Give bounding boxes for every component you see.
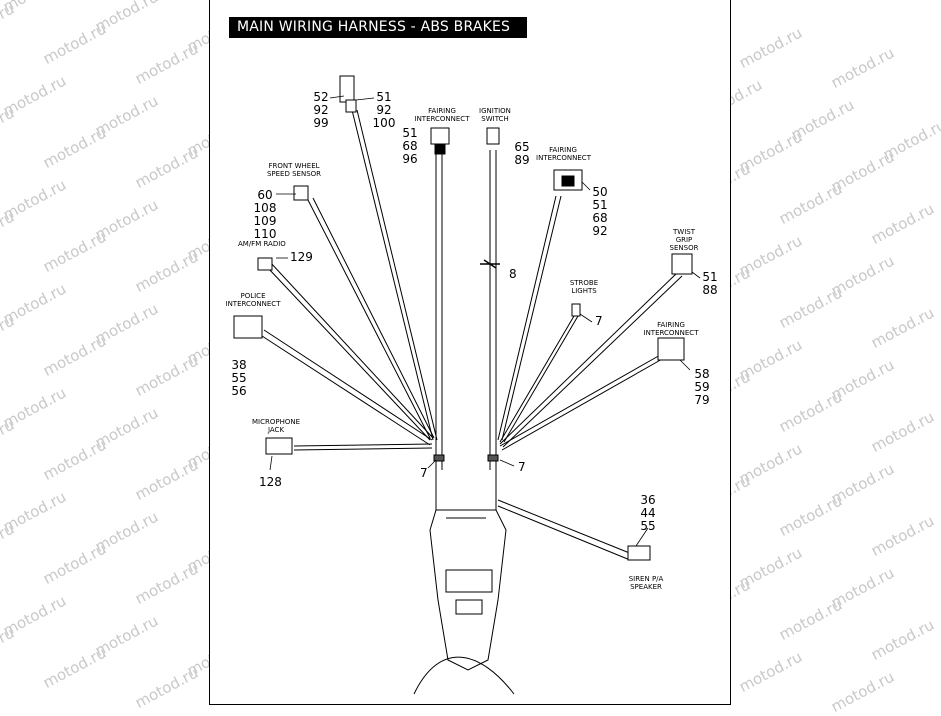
fairing-low-connector-icon	[657, 337, 685, 361]
module-small	[455, 599, 483, 615]
lower-bracket	[436, 509, 496, 519]
ignition-switch-icon	[486, 127, 500, 145]
label-twist-grip-sensor: TWIST GRIP SENSOR	[669, 228, 699, 252]
leader-52	[329, 95, 345, 99]
am-fm-plug-icon	[257, 257, 273, 271]
label-front-wheel-speed-sensor: FRONT WHEEL SPEED SENSOR	[266, 162, 322, 178]
wire-fairing-low	[499, 353, 665, 451]
left-trunk	[435, 150, 443, 470]
wire-fairing-right	[497, 195, 562, 441]
wire-front-wheel	[307, 197, 435, 439]
wire-twist-grip	[499, 271, 683, 448]
label-police-interconnect: POLICE INTERCONNECT	[225, 292, 281, 308]
twist-grip-connector-icon	[671, 253, 693, 275]
leader-51-top	[355, 97, 375, 101]
top-connector-plug-icon	[345, 99, 357, 113]
fairing-top-plug-icon	[434, 143, 446, 155]
callout-left-tie: 7	[420, 466, 428, 480]
leader-128	[269, 455, 273, 471]
wire-siren	[497, 499, 633, 561]
microphone-jack-icon	[265, 437, 293, 455]
leader-58	[679, 359, 691, 371]
callout-microphone: 128	[259, 475, 282, 489]
callout-strobe: 7	[595, 314, 603, 328]
wire-strobe	[499, 315, 579, 443]
leader-36	[635, 527, 649, 547]
label-fairing-interconnect-low: FAIRING INTERCONNECT	[643, 321, 699, 337]
label-strobe-lights: STROBE LIGHTS	[569, 279, 599, 295]
page-title: MAIN WIRING HARNESS - ABS BRAKES	[229, 17, 527, 38]
label-am-fm-radio: AM/FM RADIO	[238, 240, 286, 248]
strobe-lights-plug-icon	[571, 303, 581, 317]
label-ignition-switch: IGNITION SWITCH	[479, 107, 511, 123]
fairing-right-plug-icon	[561, 175, 575, 187]
right-trunk	[489, 150, 497, 470]
callout-right-tie: 7	[518, 460, 526, 474]
callout-clip: 8	[509, 267, 517, 281]
front-wheel-sensor-icon	[293, 185, 309, 201]
tie-left	[433, 454, 445, 462]
clip-icon	[480, 259, 500, 269]
label-siren-pa-speaker: SIREN P/A SPEAKER	[628, 575, 664, 591]
wire-top-connector	[351, 109, 438, 441]
callout-am-fm: 129	[290, 250, 313, 264]
top-connector-icon	[339, 75, 355, 103]
leader-7-strobe	[579, 313, 593, 323]
label-microphone-jack: MICROPHONE JACK	[251, 418, 301, 434]
leader-50	[581, 181, 591, 191]
leader-7-right	[499, 459, 515, 467]
label-fairing-interconnect-top: FAIRING INTERCONNECT	[414, 107, 470, 123]
police-connector-icon	[233, 315, 263, 339]
leader-7-left	[427, 459, 437, 469]
wire-am-fm	[267, 261, 434, 441]
siren-speaker-plug-icon	[627, 545, 651, 561]
lower-housing	[429, 470, 507, 671]
leader-51-twist	[691, 271, 701, 279]
module-large	[445, 569, 493, 593]
label-fairing-interconnect-right: FAIRING INTERCONNECT	[536, 146, 591, 162]
diagram-sheet	[209, 0, 731, 705]
ground-curve	[413, 656, 515, 695]
tie-right	[487, 454, 499, 462]
wire-police	[261, 329, 433, 446]
wire-microphone	[293, 443, 433, 451]
fairing-top-connector-icon	[430, 127, 450, 145]
